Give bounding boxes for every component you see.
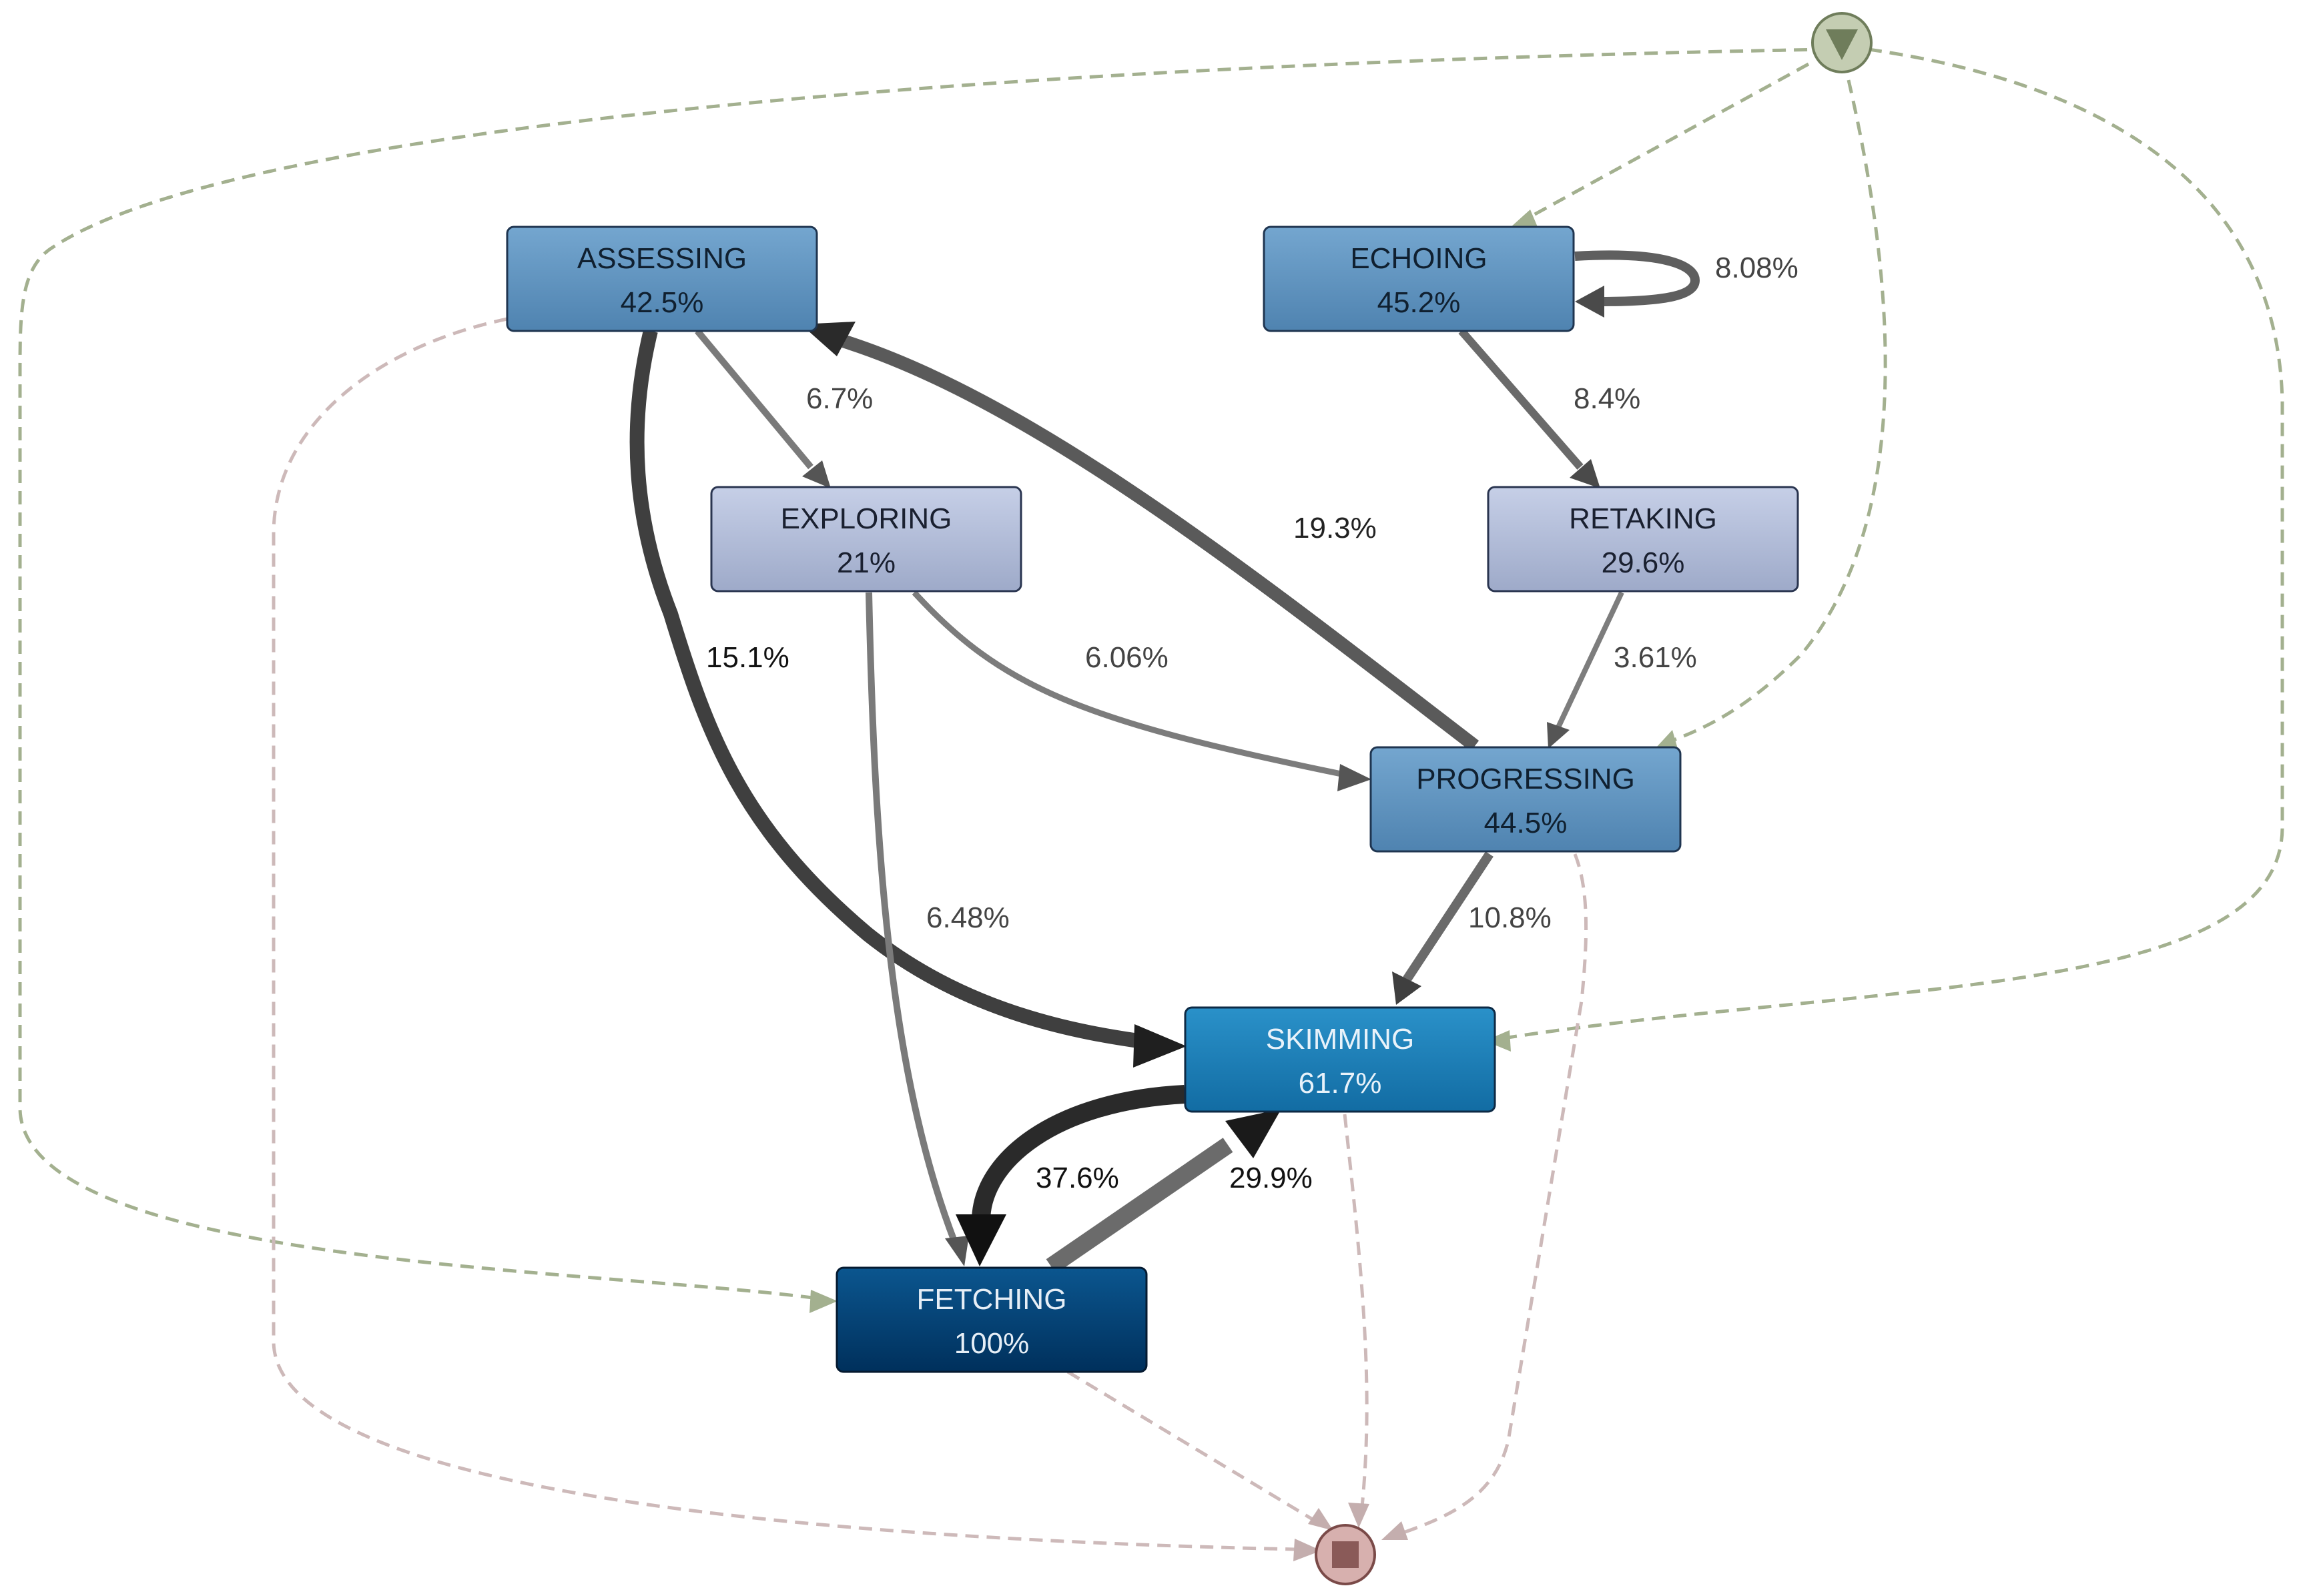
node-progressing-name: PROGRESSING (1416, 763, 1635, 795)
node-exploring-name: EXPLORING (781, 502, 952, 535)
arrowhead-retaking-progressing (1547, 722, 1570, 749)
label-echoing-retaking: 8.4% (1574, 382, 1640, 415)
node-assessing-name: ASSESSING (577, 242, 747, 275)
node-skimming-name: SKIMMING (1266, 1023, 1414, 1056)
edge-labels: 8.08% 6.7% 8.4% 19.3% 15.1% 6.06% 3.61% … (706, 252, 1798, 1194)
start-event[interactable] (1811, 12, 1873, 73)
label-echoing-self: 8.08% (1715, 252, 1798, 284)
label-retaking-progressing: 3.61% (1614, 641, 1697, 674)
transition-arrowheads (801, 286, 1604, 1266)
edge-exploring-progressing (912, 590, 1342, 777)
arrowhead-start-echoing (1510, 210, 1538, 228)
edge-start-fetching (18, 47, 1829, 1302)
edge-retaking-progressing (1556, 591, 1624, 729)
start-arrowheads (809, 210, 1678, 1313)
node-echoing-name: ECHOING (1350, 242, 1487, 275)
node-echoing[interactable]: ECHOING 45.2% (1263, 226, 1575, 332)
edge-fetching-skimming (1046, 1138, 1233, 1274)
edge-assessing-end (272, 317, 1295, 1551)
edge-echoing-retaking (1458, 328, 1584, 470)
edge-progressing-assessing (817, 324, 1479, 751)
edge-assessing-skimming (629, 329, 1149, 1050)
arrowhead-exploring-fetching (945, 1236, 969, 1266)
label-progressing-skimming: 10.8% (1468, 901, 1552, 934)
triangle-down-icon (1826, 29, 1858, 60)
arrowhead-fetching-end (1308, 1508, 1333, 1531)
node-skimming[interactable]: SKIMMING 61.7% (1184, 1006, 1496, 1113)
node-fetching[interactable]: FETCHING 100% (836, 1266, 1148, 1373)
end-edges (272, 317, 1588, 1551)
edge-fetching-end (1066, 1370, 1319, 1525)
edge-skimming-fetching (972, 1085, 1185, 1222)
arrowhead-echoing-retaking (1570, 459, 1600, 488)
arrowhead-assessing-skimming (1133, 1024, 1187, 1068)
edge-start-skimming (1494, 47, 2284, 1042)
node-retaking[interactable]: RETAKING 29.6% (1487, 486, 1799, 592)
arrowhead-progressing-skimming (1392, 971, 1421, 1005)
node-echoing-value: 45.2% (1377, 286, 1461, 319)
end-event[interactable] (1315, 1524, 1376, 1585)
edge-echoing-self (1574, 250, 1700, 306)
label-exploring-progressing: 6.06% (1085, 641, 1169, 674)
arrowhead-start-progressing (1656, 730, 1678, 749)
edge-exploring-fetching (866, 592, 958, 1242)
label-skimming-fetching: 37.6% (1036, 1162, 1119, 1194)
arrowhead-skimming-fetching (956, 1214, 1006, 1266)
edge-progressing-skimming (1403, 851, 1494, 982)
edge-start-progressing (1668, 79, 1887, 744)
node-progressing[interactable]: PROGRESSING 44.5% (1369, 746, 1682, 853)
arrowhead-start-skimming (1485, 1030, 1511, 1052)
node-retaking-name: RETAKING (1569, 502, 1717, 535)
start-edges (18, 47, 2284, 1302)
square-stop-icon (1332, 1541, 1359, 1568)
edge-progressing-end (1401, 853, 1588, 1535)
arrowhead-exploring-progressing (1337, 764, 1371, 791)
node-assessing[interactable]: ASSESSING 42.5% (506, 226, 818, 332)
node-exploring-value: 21% (837, 546, 896, 579)
arrowhead-echoing-self (1575, 286, 1604, 318)
node-fetching-name: FETCHING (917, 1283, 1067, 1316)
arrowhead-start-fetching (809, 1290, 838, 1313)
edge-start-echoing (1520, 62, 1810, 224)
label-assessing-skimming: 15.1% (706, 641, 789, 674)
node-exploring[interactable]: EXPLORING 21% (710, 486, 1022, 592)
arrowhead-progressing-end (1381, 1521, 1408, 1540)
node-skimming-value: 61.7% (1299, 1067, 1382, 1100)
label-progressing-assessing: 19.3% (1293, 512, 1377, 544)
edge-assessing-exploring (695, 328, 813, 470)
arrowhead-fetching-skimming (1225, 1109, 1281, 1158)
end-arrowheads (1293, 1503, 1408, 1561)
node-retaking-value: 29.6% (1602, 546, 1685, 579)
label-exploring-fetching: 6.48% (926, 901, 1010, 934)
node-progressing-value: 44.5% (1484, 807, 1568, 839)
node-fetching-value: 100% (954, 1327, 1030, 1360)
node-assessing-value: 42.5% (621, 286, 704, 319)
label-fetching-skimming: 29.9% (1229, 1162, 1313, 1194)
arrowhead-skimming-end (1348, 1503, 1369, 1528)
label-assessing-exploring: 6.7% (806, 382, 873, 415)
arrowhead-assessing-exploring (802, 460, 831, 488)
edge-skimming-end (1343, 1114, 1369, 1514)
transition-edges (629, 250, 1700, 1274)
arrowhead-assessing-end (1293, 1539, 1321, 1561)
